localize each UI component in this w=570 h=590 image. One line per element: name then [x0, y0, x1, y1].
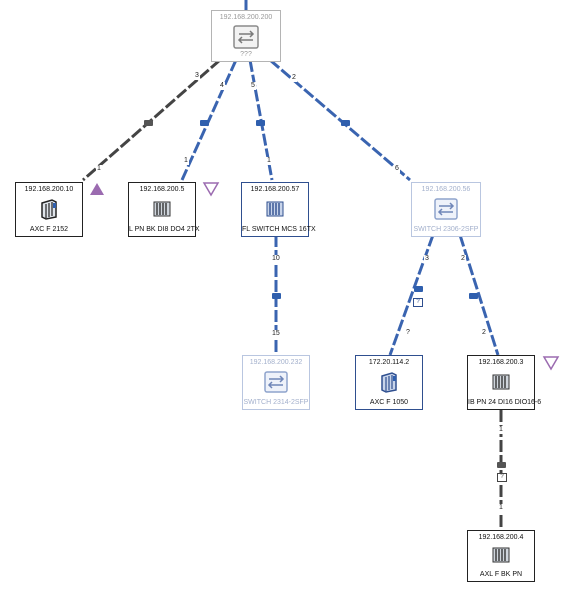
link-to-200-5[interactable] — [180, 59, 238, 181]
port-label: 1 — [498, 426, 504, 434]
switch-icon — [264, 371, 288, 393]
unknown-port-icon: ? — [413, 298, 423, 307]
ethernet-plug-icon — [414, 286, 423, 292]
port-label: 5 — [250, 82, 256, 90]
port-label: 6 — [394, 165, 400, 173]
node-name: L PN BK DI8 DO4 2TX — [129, 226, 200, 233]
switch-module-icon — [266, 201, 284, 217]
node-name: ??? — [240, 51, 252, 58]
device-node-192-168-200-10[interactable]: 192.168.200.10 AXC F 2152 — [15, 182, 83, 237]
device-node-192-168-200-232[interactable]: 192.168.200.232 SWITCH 2314-2SFP — [242, 355, 310, 410]
node-ip: 192.168.200.10 — [24, 186, 74, 193]
io-module-icon — [153, 201, 171, 217]
node-name: AXC F 2152 — [29, 226, 69, 233]
port-label: 1 — [498, 504, 504, 512]
port-label: 2 — [460, 255, 466, 263]
io-module-icon — [492, 547, 510, 563]
port-label: 1 — [266, 157, 272, 165]
node-name: AXC F 1050 — [369, 399, 409, 406]
device-node-192-168-200-56[interactable]: 192.168.200.56 SWITCH 2306-2SFP — [411, 182, 481, 237]
port-label: 1 — [183, 157, 189, 165]
port-label: 3 — [194, 72, 200, 80]
node-ip: 192.168.200.232 — [249, 359, 303, 366]
controller-icon — [41, 199, 57, 220]
port-label: 2 — [291, 74, 297, 82]
switch-icon — [233, 25, 259, 49]
unknown-port-icon: ? — [497, 473, 507, 482]
node-ip: 192.168.200.5 — [139, 186, 185, 193]
link-to-200-3[interactable] — [458, 234, 500, 356]
node-ip: 192.168.200.4 — [478, 534, 524, 541]
switch-icon — [434, 198, 458, 220]
node-name: SWITCH 2306-2SFP — [413, 226, 479, 233]
ethernet-plug-icon — [200, 120, 209, 126]
ethernet-plug-icon — [497, 462, 506, 468]
port-label: 2 — [481, 329, 487, 337]
ethernet-plug-icon — [469, 293, 478, 299]
status-warning-down-icon — [202, 182, 220, 197]
node-name: SWITCH 2314-2SFP — [243, 399, 309, 406]
node-ip: 172.20.114.2 — [368, 359, 410, 366]
port-label: 1 — [96, 165, 102, 173]
port-label: ? — [405, 329, 411, 337]
status-warning-down-icon — [542, 356, 560, 371]
node-ip: 192.168.200.200 — [219, 14, 273, 21]
device-node-192-168-200-3[interactable]: 192.168.200.3 IB PN 24 DI16 DIO16-6 — [467, 355, 542, 410]
ethernet-plug-icon — [144, 120, 153, 126]
device-node-192-168-200-4[interactable]: 192.168.200.4 AXL F BK PN — [467, 530, 535, 582]
device-node-192-168-200-5[interactable]: 192.168.200.5 L PN BK DI8 DO4 2TX — [128, 182, 200, 237]
port-label: 10 — [271, 255, 281, 263]
ethernet-plug-icon — [272, 293, 281, 299]
link-to-172-20-114-2[interactable] — [388, 234, 435, 356]
node-ip: 192.168.200.56 — [421, 186, 471, 193]
ethernet-plug-icon — [341, 120, 350, 126]
ethernet-plug-icon — [256, 120, 265, 126]
controller-icon — [381, 372, 397, 393]
node-ip: 192.168.200.3 — [478, 359, 524, 366]
port-label: 15 — [271, 330, 281, 338]
port-label: 3 — [424, 255, 430, 263]
status-warning-up-icon — [90, 183, 104, 195]
port-label: 4 — [219, 82, 225, 90]
node-ip: 192.168.200.57 — [250, 186, 300, 193]
io-module-icon — [492, 374, 510, 390]
node-name: FL SWITCH MCS 16TX — [242, 226, 316, 233]
node-name: AXL F BK PN — [479, 571, 523, 578]
device-node-192-168-200-57[interactable]: 192.168.200.57 FL SWITCH MCS 16TX — [241, 182, 316, 237]
device-node-172-20-114-2[interactable]: 172.20.114.2 AXC F 1050 — [355, 355, 423, 410]
node-name: IB PN 24 DI16 DIO16-6 — [468, 399, 542, 406]
device-node-192-168-200-200[interactable]: 192.168.200.200 ??? — [211, 10, 281, 62]
